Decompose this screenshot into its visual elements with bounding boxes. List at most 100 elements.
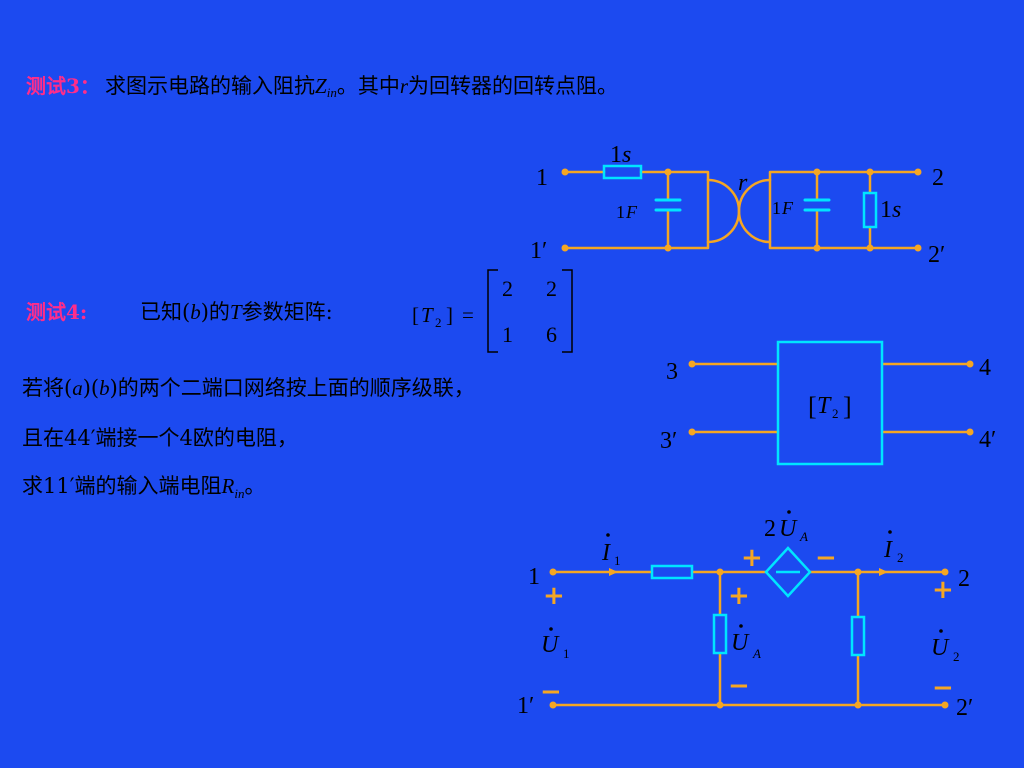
res-left-unit: s — [622, 142, 631, 168]
test3-label: 测试3： — [26, 74, 100, 98]
matrix-bracket-right — [562, 269, 573, 353]
box-port4p: 4′ — [979, 427, 996, 453]
circuit-b-port1p: 1′ — [517, 693, 534, 719]
test3-text-suffix: 为回转器的回转点阻。 — [408, 74, 619, 98]
src-minus: − — [815, 543, 837, 573]
circuit-a-port2: 2 — [932, 165, 944, 191]
line3-R: R — [221, 474, 235, 498]
t2-box — [776, 340, 884, 466]
cap-left-val: 1 — [616, 202, 625, 222]
capacitor-left — [654, 198, 682, 212]
test4-text-line3: 求11′端的输入端电阻Rin。 — [22, 470, 265, 502]
cap-right-val: 1 — [772, 198, 781, 218]
line1-av: a — [72, 376, 83, 400]
box-T: T — [817, 393, 832, 419]
line1-c: )的两个二端口网络按上面的顺序级联， — [109, 376, 475, 400]
line3-sub: in — [234, 486, 245, 502]
capacitor-right — [803, 198, 831, 212]
box-open-bracket: [ — [808, 392, 817, 421]
resistor-left — [602, 164, 643, 180]
matrix-equals: = — [462, 303, 474, 327]
test4-known-b: b — [190, 300, 201, 324]
test3-z-sub: in — [326, 85, 337, 101]
box-port3: 3 — [666, 359, 678, 385]
test4-text-line2: 且在44′端接一个4欧的电阻， — [22, 426, 298, 450]
circuit-b-port2: 2 — [958, 566, 970, 592]
circuit-a-port1: 1 — [536, 165, 548, 191]
box-close-bracket: ] — [843, 392, 852, 421]
ua-minus: − — [728, 671, 750, 701]
u1-minus: − — [540, 677, 562, 707]
circuit-b: 1 1′ 2 2′ I 1 I 2 2 U A U 1 U A U 2 + − … — [517, 510, 973, 721]
line3-end: 。 — [244, 474, 266, 498]
test3-z-symbol: Z — [315, 74, 327, 98]
test3-r-symbol: r — [399, 74, 409, 98]
resistor-right — [862, 191, 878, 229]
line1-b: )( — [82, 376, 100, 400]
src-U: U — [779, 516, 798, 542]
circuit-a-right-wires — [768, 170, 920, 250]
circuit-b-port1: 1 — [528, 564, 540, 590]
res-right-val: 1 — [880, 197, 892, 223]
resistor-series — [650, 564, 694, 580]
test4-known-mid: )的 — [200, 300, 230, 324]
u2-sub: 2 — [953, 649, 960, 664]
circuit-b-wires — [553, 570, 945, 707]
u2-plus: + — [932, 575, 954, 605]
resistor-shunt-right — [850, 615, 866, 657]
src-plus: + — [741, 543, 763, 573]
i1-symbol: I — [601, 540, 611, 566]
matrix-cell-01: 2 — [546, 276, 557, 301]
u2-symbol: U — [931, 635, 950, 661]
u1-plus: + — [543, 581, 565, 611]
gyrator-arc-right — [737, 178, 772, 244]
circuit-a-port1p: 1′ — [530, 238, 547, 264]
res-right-unit: s — [892, 197, 901, 223]
matrix-cell-10: 1 — [502, 322, 513, 347]
i1-sub: 1 — [614, 553, 621, 568]
circuit-a-port2p: 2′ — [928, 242, 945, 268]
res-left-val: 1 — [610, 142, 622, 168]
line3-a: 求11′端的输入端电阻 — [22, 474, 222, 498]
matrix-lhs-close: ] — [446, 303, 453, 327]
test4-line: 测试4: — [26, 296, 87, 325]
cap-left-unit: F — [625, 202, 638, 222]
gyrator-arc-left — [706, 178, 741, 244]
line1-bv: b — [99, 376, 110, 400]
u2-minus: − — [932, 673, 954, 703]
ua-plus: + — [728, 581, 750, 611]
test3-line: 测试3： 求图示电路的输入阻抗Zin。其中r为回转器的回转点阻。 — [26, 70, 618, 101]
t2-matrix: [ T 2 ] = 2 2 1 6 — [412, 269, 573, 353]
gyrator-r: r — [738, 170, 748, 196]
matrix-lhs-T: T — [421, 303, 434, 327]
box-port3p: 3′ — [660, 428, 677, 454]
src-coef: 2 — [764, 516, 776, 542]
matrix-lhs-sub: 2 — [435, 315, 442, 330]
resistor-shunt-left — [712, 613, 728, 655]
box-sub: 2 — [832, 406, 839, 421]
test4-known-prefix: 已知( — [140, 300, 191, 324]
matrix-bracket-left — [487, 269, 498, 353]
matrix-cell-00: 2 — [502, 276, 513, 301]
circuit-a-left-wires — [563, 170, 710, 250]
u1-symbol: U — [541, 632, 560, 658]
test3-text-mid: 。其中 — [336, 74, 400, 98]
circuit-a: 1 1′ 2 2′ 1 s 1 F r 1 F 1 s — [530, 142, 945, 268]
src-sub: A — [799, 529, 808, 544]
test4-known-suffix: 参数矩阵: — [241, 300, 333, 324]
dependent-voltage-source — [764, 546, 812, 598]
box-port4: 4 — [979, 355, 991, 381]
test4-text-line1: 若将(a)(b)的两个二端口网络按上面的顺序级联， — [22, 372, 475, 402]
u1-sub: 1 — [563, 646, 570, 661]
test4-known: 已知(b)的T参数矩阵: — [140, 296, 333, 326]
test4-known-T: T — [229, 300, 242, 324]
matrix-lhs-open: [ — [412, 303, 419, 327]
ua-sub: A — [752, 646, 761, 661]
test3-text-prefix: 求图示电路的输入阻抗 — [105, 74, 316, 98]
test4-label: 测试4: — [26, 300, 88, 324]
line1-a: 若将( — [22, 376, 73, 400]
cap-right-unit: F — [781, 198, 794, 218]
i2-sub: 2 — [897, 550, 904, 565]
circuit-b-port2p: 2′ — [956, 695, 973, 721]
